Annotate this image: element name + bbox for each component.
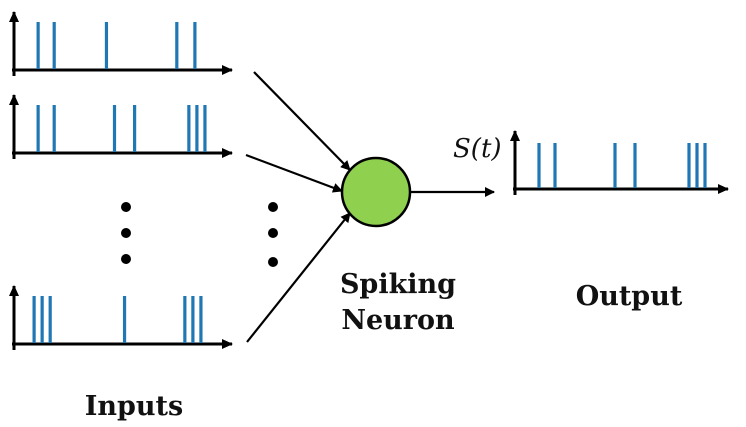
spiking-neuron-node	[340, 156, 412, 228]
ellipsis-dot	[121, 254, 131, 264]
neuron-label-line2: Neuron	[341, 305, 455, 336]
neuron-label-line1: Spiking	[340, 269, 456, 300]
ellipsis-dot	[268, 202, 278, 212]
input-spike-train-1	[9, 11, 233, 76]
ellipsis-dot	[268, 228, 278, 238]
signal-label: S(t)	[453, 134, 502, 164]
inputs-label: Inputs	[85, 391, 183, 422]
input-arrow-1	[253, 71, 351, 171]
inputs-ellipsis	[121, 202, 131, 264]
ellipsis-dot	[121, 202, 131, 212]
ellipsis-dot	[121, 228, 131, 238]
arrows-ellipsis	[268, 202, 278, 267]
input-arrow-2	[245, 153, 343, 193]
input-spike-train-n	[9, 285, 233, 350]
output-label: Output	[576, 281, 683, 312]
output-spike-train	[510, 130, 729, 195]
input-arrow-n	[246, 212, 351, 343]
input-spike-train-2	[9, 94, 233, 159]
ellipsis-dot	[268, 257, 278, 267]
